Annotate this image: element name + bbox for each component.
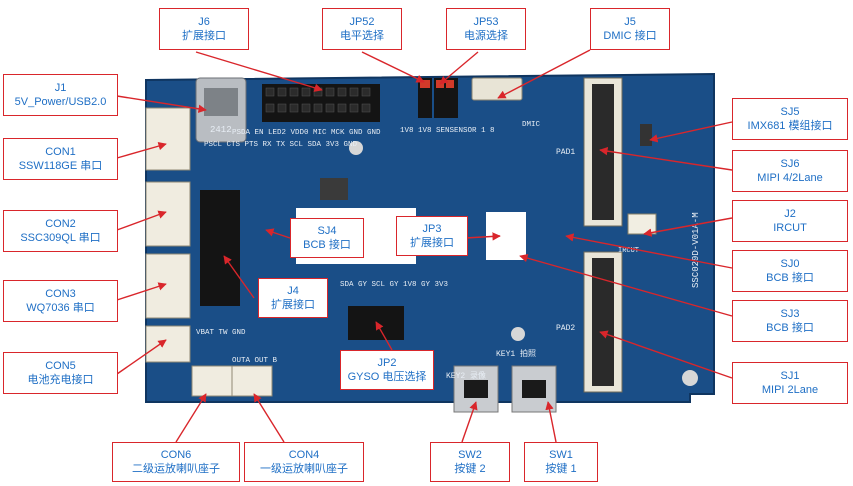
label-con1-id: CON1 — [45, 146, 76, 158]
label-con6-id: CON6 — [160, 449, 192, 461]
label-sj3: SJ3 BCB 接口 — [732, 300, 848, 342]
label-jp3-id: JP3 — [422, 223, 442, 235]
label-con3: CON3 WQ7036 串口 — [3, 280, 118, 322]
label-sj0: SJ0 BCB 接口 — [732, 250, 848, 292]
label-sw1-id: SW1 — [549, 449, 573, 461]
silk-board-id: SSC029D-V01A-M — [691, 212, 701, 288]
label-sj3-desc: BCB 接口 — [766, 322, 814, 334]
silk-key2: KEY2 录像 — [446, 370, 486, 381]
label-con2-desc: SSC309QL 串口 — [20, 232, 101, 244]
label-sj1: SJ1 MIPI 2Lane — [732, 362, 848, 404]
label-jp2-id: JP2 — [377, 357, 397, 369]
header-j4 — [200, 190, 240, 306]
label-j6-id: J6 — [198, 16, 210, 28]
silk-vbat: VBAT TW GND — [196, 329, 246, 337]
label-sj6-desc: MIPI 4/2Lane — [757, 172, 823, 184]
label-j4: J4 扩展接口 — [258, 278, 328, 318]
dmic-connector — [471, 77, 523, 101]
label-jp53: JP53 电源选择 — [446, 8, 526, 50]
label-j2: J2 IRCUT — [732, 200, 848, 242]
silk-pins-bottom: PSCL CTS PTS RX TX SCL SDA 3V3 GND — [204, 141, 358, 149]
label-sw2: SW2 按键 2 — [430, 442, 510, 482]
label-con5-desc: 电池充电接口 — [27, 374, 94, 386]
label-sj6-id: SJ6 — [780, 158, 800, 170]
silk-gy-row: SDA GY SCL GY 1V8 GY 3V3 — [340, 281, 449, 289]
silk-dmic: DMIC — [522, 121, 541, 129]
connector-sj5 — [640, 124, 652, 146]
label-j1-id: J1 — [54, 82, 67, 94]
silk-out: OUTA OUT B — [232, 357, 278, 365]
label-con1: CON1 SSW118GE 串口 — [3, 138, 118, 180]
label-jp52-desc: 电平选择 — [340, 30, 384, 42]
label-j2-id: J2 — [784, 208, 796, 220]
label-j6-desc: 扩展接口 — [182, 30, 226, 42]
label-con1-desc: SSW118GE 串口 — [18, 160, 103, 172]
label-sj4-desc: BCB 接口 — [303, 239, 351, 251]
label-j4-id: J4 — [287, 285, 299, 297]
label-sw2-id: SW2 — [458, 449, 482, 461]
inductor — [320, 178, 348, 200]
silk-pad1: PAD1 — [556, 148, 575, 157]
label-con5-id: CON5 — [45, 360, 76, 372]
label-j1-desc: 5V_Power/USB2.0 — [14, 96, 107, 108]
speaker-connector-con4 — [231, 365, 273, 397]
label-sj4: SJ4 BCB 接口 — [290, 218, 364, 258]
label-sj1-desc: MIPI 2Lane — [761, 384, 819, 396]
label-con2: CON2 SSC309QL 串口 — [3, 210, 118, 252]
switch-sw1 — [511, 365, 557, 413]
label-jp53-desc: 电源选择 — [464, 30, 508, 42]
label-jp3-desc: 扩展接口 — [410, 237, 454, 249]
label-sj3-id: SJ3 — [780, 308, 800, 320]
mount-hole-2 — [511, 327, 525, 341]
label-sj0-desc: BCB 接口 — [766, 272, 814, 284]
label-jp53-id: JP53 — [473, 16, 499, 28]
label-sj5-id: SJ5 — [780, 106, 800, 118]
label-sw1-desc: 按键 1 — [545, 463, 577, 475]
silk-ircut: IRCUT — [618, 247, 639, 255]
label-sj6: SJ6 MIPI 4/2Lane — [732, 150, 848, 192]
label-con4-id: CON4 — [288, 449, 320, 461]
label-j1: J1 5V_Power/USB2.0 — [3, 74, 118, 116]
label-j5-id: J5 — [624, 16, 636, 28]
mount-hole-3 — [682, 370, 698, 386]
silk-usb-mark: 2412 — [210, 125, 232, 135]
label-sj5-desc: IMX681 模组接口 — [747, 120, 833, 132]
label-con4-desc: 一级运放喇叭座子 — [260, 463, 348, 475]
left-connectors — [145, 107, 191, 363]
label-jp52: JP52 电平选择 — [322, 8, 402, 50]
label-j2-desc: IRCUT — [773, 222, 807, 234]
label-con3-desc: WQ7036 串口 — [26, 302, 95, 314]
label-sj5: SJ5 IMX681 模组接口 — [732, 98, 848, 140]
usb-connector — [195, 77, 247, 143]
label-sw1: SW1 按键 1 — [524, 442, 598, 482]
label-sj1-id: SJ1 — [780, 370, 800, 382]
silk-pad2: PAD2 — [556, 324, 575, 333]
label-con2-id: CON2 — [45, 218, 76, 230]
ircut-connector — [627, 213, 657, 235]
mount-hole — [349, 141, 363, 155]
silk-pins-top: PSDA EN LED2 VDD0 MIC MCK GND GND — [232, 129, 381, 137]
silk-sensor: 1V8 1V8 SENSENSOR 1 8 — [400, 127, 495, 135]
label-con5: CON5 电池充电接口 — [3, 352, 118, 394]
label-j6: J6 扩展接口 — [159, 8, 249, 50]
label-sw2-desc: 按键 2 — [454, 463, 486, 475]
label-con3-id: CON3 — [45, 288, 76, 300]
label-j4-desc: 扩展接口 — [271, 299, 315, 311]
label-con6-desc: 二级运放喇叭座子 — [132, 463, 220, 475]
header-j6 — [262, 84, 380, 122]
silk-key1: KEY1 拍照 — [496, 348, 536, 359]
label-sj0-id: SJ0 — [780, 258, 800, 270]
label-con6: CON6 二级运放喇叭座子 — [112, 442, 240, 482]
speaker-connector-con6 — [191, 365, 233, 397]
label-jp52-id: JP52 — [349, 16, 375, 28]
label-jp3: JP3 扩展接口 — [396, 216, 468, 256]
label-sj4-id: SJ4 — [317, 225, 337, 237]
label-j5-desc: DMIC 接口 — [603, 30, 657, 42]
label-con4: CON4 一级运放喇叭座子 — [244, 442, 364, 482]
label-jp2: JP2 GYSO 电压选择 — [340, 350, 434, 390]
label-jp2-desc: GYSO 电压选择 — [347, 371, 427, 383]
label-j5: J5 DMIC 接口 — [590, 8, 670, 50]
